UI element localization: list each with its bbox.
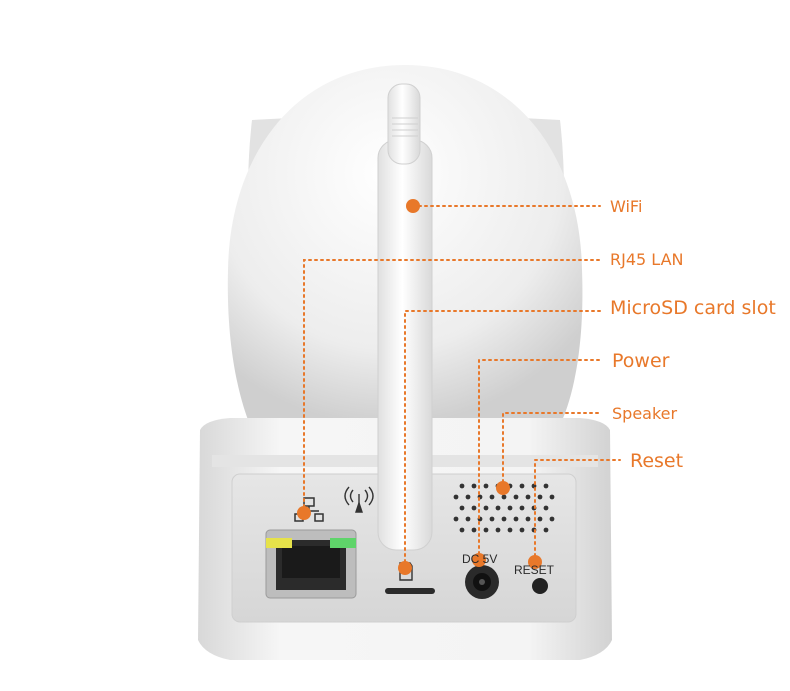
speaker-hole bbox=[453, 516, 459, 522]
callout-wifi: WiFi bbox=[610, 197, 643, 216]
callout-leaders bbox=[303, 205, 621, 569]
callout-power: Power bbox=[612, 350, 670, 372]
speaker-hole bbox=[501, 516, 507, 522]
callout-dots bbox=[297, 199, 542, 575]
speaker-hole bbox=[549, 494, 555, 500]
speaker-hole bbox=[453, 494, 459, 500]
speaker-hole bbox=[471, 483, 477, 489]
speaker-hole bbox=[495, 527, 501, 533]
callout-reset: Reset bbox=[630, 450, 684, 472]
speaker-hole bbox=[513, 516, 519, 522]
speaker-hole bbox=[549, 516, 555, 522]
speaker-hole bbox=[519, 527, 525, 533]
speaker-hole bbox=[459, 483, 465, 489]
power-jack bbox=[465, 565, 499, 599]
speaker-hole bbox=[525, 494, 531, 500]
speaker-hole bbox=[471, 527, 477, 533]
speaker-hole bbox=[519, 505, 525, 511]
speaker-hole bbox=[507, 527, 513, 533]
speaker-hole bbox=[501, 494, 507, 500]
speaker-hole bbox=[465, 516, 471, 522]
speaker-hole bbox=[525, 516, 531, 522]
reset-hole bbox=[532, 578, 548, 594]
speaker-hole bbox=[483, 483, 489, 489]
speaker-hole bbox=[465, 494, 471, 500]
speaker-hole bbox=[489, 494, 495, 500]
speaker-hole bbox=[483, 505, 489, 511]
callout-speaker: Speaker bbox=[612, 404, 678, 423]
speaker-hole bbox=[459, 527, 465, 533]
microsd-slot bbox=[385, 588, 435, 594]
speaker-hole bbox=[537, 516, 543, 522]
wifi-signal-icon bbox=[344, 486, 374, 513]
speaker-hole bbox=[543, 483, 549, 489]
speaker-hole bbox=[489, 516, 495, 522]
callout-rj45-lan: RJ45 LAN bbox=[610, 250, 684, 269]
speaker-hole bbox=[513, 494, 519, 500]
speaker-hole bbox=[459, 505, 465, 511]
speaker-hole bbox=[519, 483, 525, 489]
speaker-hole bbox=[483, 527, 489, 533]
speaker-hole bbox=[471, 505, 477, 511]
rj45-port bbox=[265, 529, 357, 599]
speaker-hole bbox=[495, 505, 501, 511]
power-jack-label: DC 5V bbox=[462, 552, 498, 566]
reset-label: RESET bbox=[514, 563, 555, 577]
speaker-hole bbox=[543, 527, 549, 533]
speaker-grille bbox=[453, 483, 555, 533]
speaker-hole bbox=[537, 494, 543, 500]
callout-microsd: MicroSD card slot bbox=[610, 297, 776, 319]
speaker-hole bbox=[543, 505, 549, 511]
speaker-hole bbox=[507, 505, 513, 511]
